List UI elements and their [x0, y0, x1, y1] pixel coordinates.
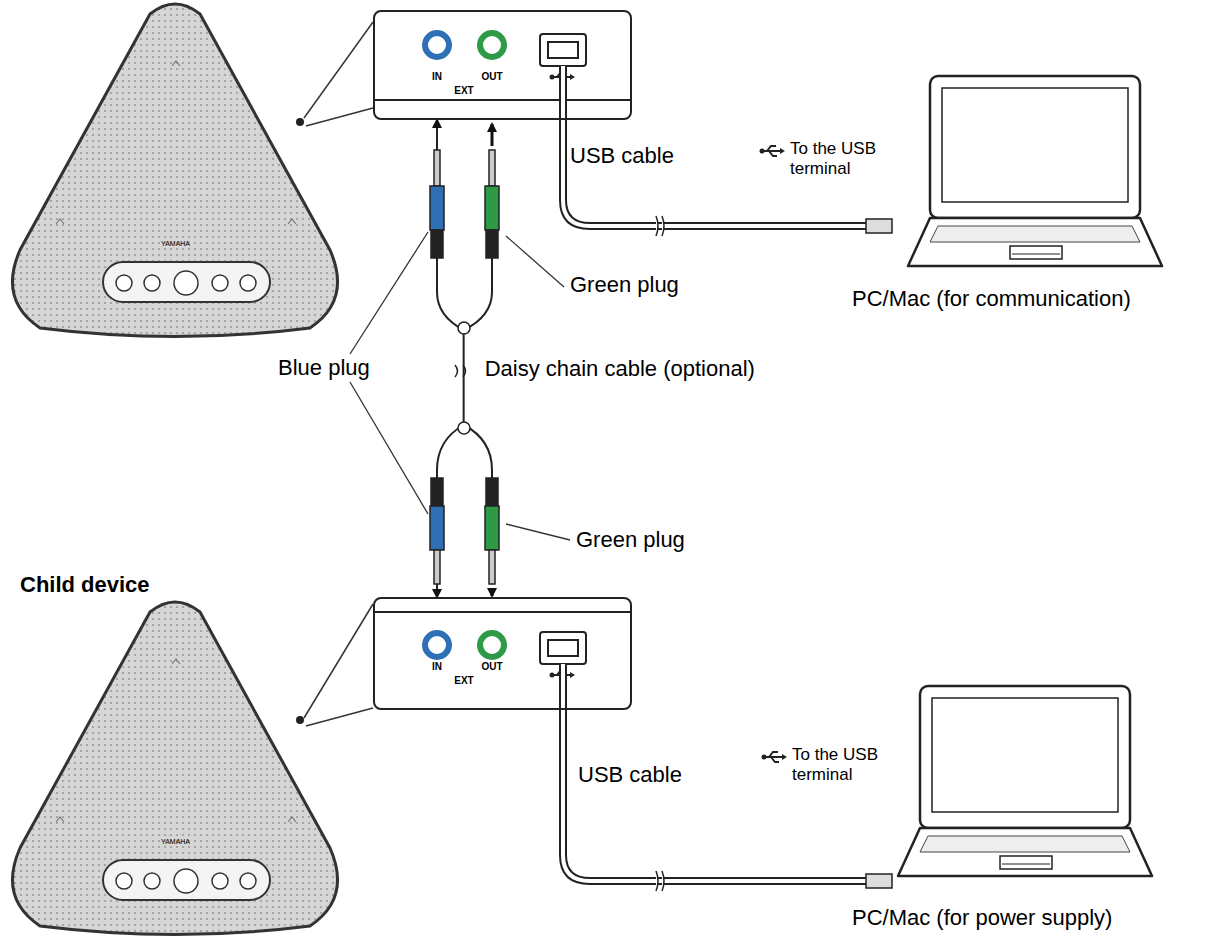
laptop: [898, 686, 1152, 876]
device-title: Child device: [20, 572, 150, 597]
plug-label: Green plug: [576, 527, 685, 552]
brand-logo: YAMAHA: [161, 838, 190, 846]
terminal-label: To the USB terminal: [792, 745, 917, 784]
laptop: [908, 76, 1162, 266]
cable-label: USB cable: [578, 762, 682, 787]
jack-label: OUT: [481, 72, 502, 82]
jack-label: EXT: [454, 86, 473, 96]
cable-label: USB cable: [570, 143, 674, 168]
usb-icon: [762, 752, 788, 762]
brand-logo: YAMAHA: [161, 240, 190, 248]
usb-icon: [760, 146, 786, 156]
rear-panel: [373, 10, 632, 120]
device-label: PC/Mac (for communication): [852, 286, 1131, 311]
rear-panel-callout: IN EXT OUT: [373, 10, 632, 120]
plug-label: Blue plug: [278, 355, 370, 380]
terminal-label: To the USB terminal: [790, 139, 915, 178]
jack-label: OUT: [481, 662, 502, 672]
speakerphone: [12, 602, 337, 935]
plug-bottom: [430, 478, 499, 584]
jack-label: IN: [432, 72, 442, 82]
plug-top: [430, 150, 499, 434]
plug-label: Green plug: [570, 272, 679, 297]
jack-label: EXT: [454, 676, 473, 686]
rear-panel: [373, 597, 632, 710]
jack-label: IN: [432, 662, 442, 672]
cable-label: Daisy chain cable (optional): [482, 356, 758, 382]
speakerphone: [12, 4, 337, 337]
leader-lines: [350, 232, 570, 540]
rear-panel-callout: IN EXT OUT: [373, 597, 632, 710]
device-label: PC/Mac (for power supply): [852, 905, 1112, 930]
